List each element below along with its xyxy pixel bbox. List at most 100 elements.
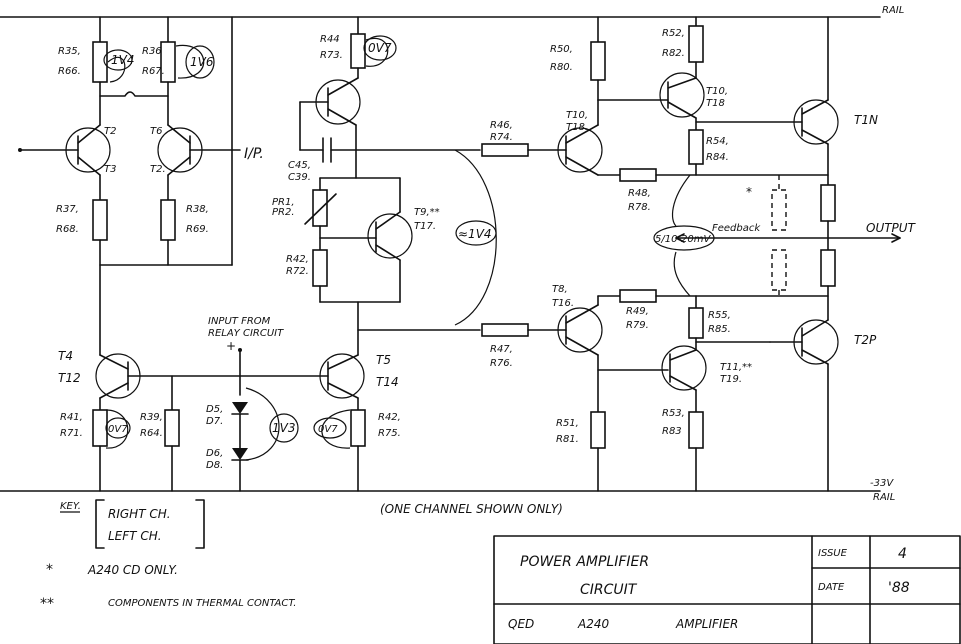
negative-rail-label: RAIL	[873, 492, 895, 503]
resistor-r50	[590, 41, 606, 81]
label-t16: T16.	[552, 298, 574, 309]
label-r76: R76.	[490, 358, 513, 369]
resistor-r55	[688, 307, 704, 339]
label-r35: R35,	[58, 46, 81, 57]
resistor-r44	[350, 33, 366, 69]
preset-pr1	[312, 189, 328, 227]
label-t18: T18.	[566, 122, 588, 133]
label-r78: R78.	[628, 202, 651, 213]
resistor-r39	[164, 409, 180, 447]
upper-output-stage	[557, 16, 839, 239]
label-t2b: T2.	[150, 164, 166, 175]
label-pr1: PR1,	[272, 197, 295, 208]
label-pr2: PR2.	[272, 207, 295, 218]
label-t1n: T1N	[854, 113, 878, 127]
label-r37: R37,	[56, 204, 79, 215]
label-r68: R68.	[56, 224, 79, 235]
date-label: DATE	[818, 582, 845, 593]
key-label: KEY.	[60, 501, 81, 512]
resistor-r35	[92, 41, 108, 83]
label-t11: T11,**	[720, 362, 752, 373]
label-t10b: T10,	[706, 86, 728, 97]
key-star-text: A240 CD ONLY.	[87, 563, 178, 577]
transistor-t8	[557, 307, 603, 353]
label-r72: R72.	[286, 266, 309, 277]
label-c39: C39.	[288, 172, 311, 183]
product-qed: QED	[508, 617, 534, 631]
label-r42: R42,	[286, 254, 309, 265]
label-r54: R54,	[706, 136, 729, 147]
negative-rail-value: -33V	[870, 478, 894, 489]
label-feedback: Feedback	[712, 223, 761, 234]
resistor-r47	[481, 323, 529, 337]
title-block: POWER AMPLIFIER CIRCUIT QED A240 AMPLIFI…	[493, 535, 961, 644]
label-r75: R75.	[378, 428, 401, 439]
resistor-r51	[590, 411, 606, 449]
label-r74: R74.	[490, 132, 513, 143]
input-differential-stage: 1V4 1V6	[18, 16, 241, 356]
resistor-r53	[688, 411, 704, 449]
current-source-stage: 0V7 1V3 0V7	[92, 348, 366, 492]
resistor-r49	[619, 289, 657, 303]
label-r82: R82.	[662, 48, 685, 59]
product-model: A240	[577, 617, 609, 631]
voltage-amplifier-stage: 0V7	[299, 16, 481, 356]
label-r49: R49,	[626, 306, 649, 317]
voltage-0v7-left: 0V7	[108, 424, 128, 435]
resistor-r46	[481, 143, 529, 157]
label-c45: C45,	[288, 160, 311, 171]
label-r52: R52,	[662, 28, 685, 39]
label-r46: R46,	[490, 120, 513, 131]
label-output: OUTPUT	[866, 221, 917, 235]
key-star-symbol: *	[46, 562, 53, 578]
label-t18b: T18	[706, 98, 725, 109]
label-r69: R69.	[186, 224, 209, 235]
label-d5: D5,	[206, 404, 223, 415]
note-one-channel: (ONE CHANNEL SHOWN ONLY)	[380, 502, 563, 516]
product-amplifier: AMPLIFIER	[675, 617, 738, 631]
label-r55: R55,	[708, 310, 731, 321]
resistor-r54	[688, 129, 704, 165]
label-t2p: T2P	[854, 333, 877, 347]
transistor-t10	[557, 127, 603, 173]
label-t14: T14	[376, 375, 399, 389]
label-r85: R85.	[708, 324, 731, 335]
issue-value: 4	[898, 546, 907, 562]
label-r71: R71.	[60, 428, 83, 439]
label-d8: D8.	[206, 460, 223, 471]
label-r42b: R42,	[378, 412, 401, 423]
resistor-r41	[92, 409, 108, 447]
voltage-0v7-top: 0V7	[368, 41, 392, 55]
label-t5: T5	[376, 353, 391, 367]
label-r79: R79.	[626, 320, 649, 331]
label-d6: D6,	[206, 448, 223, 459]
label-t10: T10,	[566, 110, 588, 121]
label-t2: T2	[104, 126, 116, 137]
resistor-r42b	[350, 409, 366, 447]
resistor-r37	[92, 199, 108, 241]
diode-d5	[232, 402, 248, 414]
label-r48: R48,	[628, 188, 651, 199]
resistor-r52	[688, 25, 704, 63]
label-t12: T12	[58, 371, 81, 385]
resistor-r42	[312, 249, 328, 287]
label-t19: T19.	[720, 374, 742, 385]
label-t6: T6	[150, 126, 162, 137]
label-t3: T3	[104, 164, 116, 175]
label-r64: R64.	[140, 428, 163, 439]
label-r50: R50,	[550, 44, 573, 55]
voltage-1v3: 1V3	[272, 421, 295, 435]
label-r73: R73.	[320, 50, 343, 61]
positive-rail-label: RAIL	[882, 5, 904, 16]
key-left-channel: LEFT CH.	[108, 529, 162, 543]
label-r41: R41,	[60, 412, 83, 423]
key-double-star-text: COMPONENTS IN THERMAL CONTACT.	[108, 598, 296, 609]
resistor-output-bottom	[820, 249, 836, 287]
label-t9: T9,**	[414, 207, 440, 218]
label-relay-line2: RELAY CIRCUIT	[208, 328, 284, 339]
diode-d6	[232, 448, 248, 460]
transistor-t10b	[659, 72, 705, 118]
label-star-optional: *	[746, 185, 752, 199]
issue-label: ISSUE	[818, 548, 848, 559]
resistor-output-top	[820, 184, 836, 222]
